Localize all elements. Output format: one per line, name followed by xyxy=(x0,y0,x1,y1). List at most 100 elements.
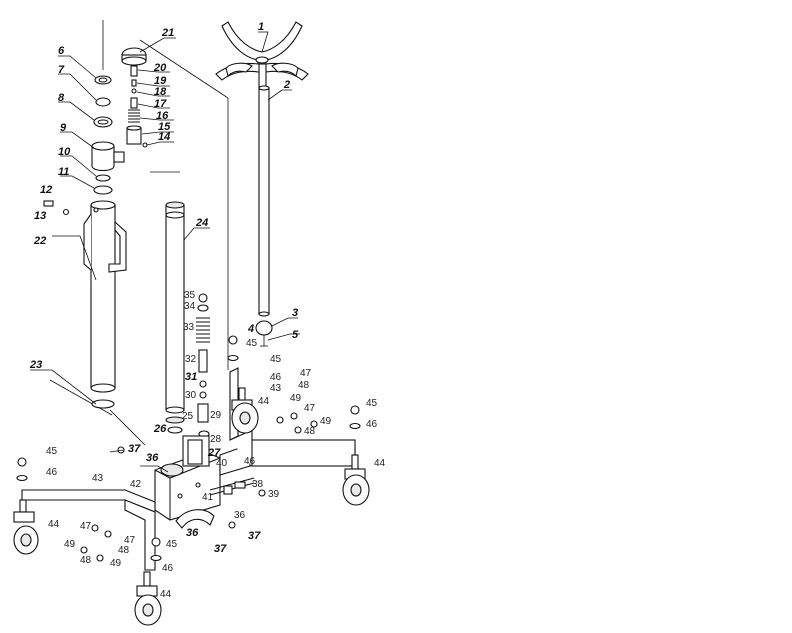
label-40: 40 xyxy=(216,458,228,469)
label-49-c: 49 xyxy=(320,416,332,427)
caster-right xyxy=(342,454,370,506)
piston-bottom xyxy=(165,406,185,414)
label-20: 20 xyxy=(153,62,167,74)
label-14: 14 xyxy=(158,131,170,143)
label-48-c: 48 xyxy=(304,426,316,437)
ring-10 xyxy=(95,174,111,182)
leg-right-front xyxy=(249,439,356,467)
label-46-e: 46 xyxy=(244,456,256,467)
alignment-line-c xyxy=(49,379,113,416)
caster-back-hub xyxy=(239,411,251,425)
pump-plunger-assembly xyxy=(121,47,148,148)
pin-20 xyxy=(130,65,138,77)
saddle-arm-left xyxy=(225,62,253,78)
label-44-c: 44 xyxy=(374,458,386,469)
label-17: 17 xyxy=(154,98,167,110)
label-24: 24 xyxy=(195,217,208,229)
leader-16 xyxy=(139,117,174,121)
label-1: 1 xyxy=(258,21,264,33)
label-45-e: 45 xyxy=(246,338,258,349)
label-19: 19 xyxy=(154,75,167,87)
caster-left-hub xyxy=(20,533,32,547)
label-12: 12 xyxy=(40,184,52,196)
label-44-d: 44 xyxy=(258,396,270,407)
bolt-48-left xyxy=(104,530,112,538)
valve-32 xyxy=(198,349,208,373)
bolt-49-right-b xyxy=(310,420,318,428)
label-47-d: 47 xyxy=(300,368,312,379)
seal-6-inner xyxy=(98,77,108,83)
leader-21 xyxy=(139,37,176,53)
fitting-13 xyxy=(62,208,70,216)
left-upper-stack xyxy=(91,75,125,195)
spring-16 xyxy=(128,109,140,123)
valve-body-29 xyxy=(197,403,209,423)
spring-17 xyxy=(130,97,138,109)
label-47-c: 47 xyxy=(304,403,316,414)
bolt-49-right xyxy=(294,426,302,434)
base-block xyxy=(154,435,221,529)
caster-front xyxy=(134,571,162,626)
label-45-d: 45 xyxy=(270,354,282,365)
label-21: 21 xyxy=(161,27,174,39)
ball-14 xyxy=(142,142,148,148)
bolt-group-left xyxy=(80,524,112,562)
ball-18 xyxy=(131,88,137,94)
leader-24 xyxy=(183,227,210,241)
upper-rod-bottom xyxy=(258,311,270,317)
pin-37-right xyxy=(228,521,236,529)
leader-11 xyxy=(60,175,95,189)
inner-piston-24 xyxy=(150,171,185,434)
label-36-a: 36 xyxy=(146,452,159,464)
saddle-arm-right xyxy=(271,62,299,78)
link-41 xyxy=(234,481,246,489)
seal-26 xyxy=(167,426,183,434)
base-hole-2 xyxy=(177,493,183,499)
bolt-47-right xyxy=(276,416,284,424)
piston-top xyxy=(165,201,185,209)
leader-37a xyxy=(109,449,125,453)
washer-46-right xyxy=(349,422,361,430)
piston-ring xyxy=(165,211,185,219)
label-36-c: 36 xyxy=(186,527,199,539)
label-48-d: 48 xyxy=(298,380,310,391)
saddle-assembly xyxy=(215,21,309,347)
base-bore xyxy=(160,463,184,477)
leader-18 xyxy=(136,91,170,97)
label-42: 42 xyxy=(130,479,142,490)
label-44-b: 44 xyxy=(160,589,172,600)
label-26: 26 xyxy=(153,423,167,435)
nut-45-left xyxy=(17,457,27,467)
leader-20 xyxy=(137,69,170,73)
cylinder-bottom xyxy=(90,383,116,393)
spring-33 xyxy=(196,317,210,343)
knob-21-base xyxy=(121,56,147,66)
label-18: 18 xyxy=(154,86,167,98)
caster-left xyxy=(13,499,39,555)
leader-lines xyxy=(30,31,300,473)
leader-15 xyxy=(141,131,174,135)
label-13: 13 xyxy=(34,210,46,222)
nut-45-back xyxy=(228,335,238,345)
leader-2 xyxy=(267,89,292,101)
piston-body xyxy=(165,204,185,411)
leader-1 xyxy=(258,31,269,53)
washer-34 xyxy=(197,304,209,312)
leader-36a xyxy=(140,465,169,473)
label-3: 3 xyxy=(292,307,298,319)
label-23: 23 xyxy=(29,359,42,371)
label-10: 10 xyxy=(58,146,71,158)
alignment-line-d xyxy=(109,409,146,446)
leader-14 xyxy=(146,141,174,146)
seal-8-inner xyxy=(97,119,109,125)
label-46-d: 46 xyxy=(270,372,282,383)
label-48-a: 48 xyxy=(80,555,92,566)
label-15: 15 xyxy=(158,121,171,133)
label-46-b: 46 xyxy=(162,563,174,574)
label-32: 32 xyxy=(185,354,197,365)
label-4: 4 xyxy=(247,323,254,335)
label-43-a: 43 xyxy=(92,473,104,484)
ball-31 xyxy=(199,380,207,388)
nut-39 xyxy=(258,489,266,497)
washer-46-left xyxy=(16,474,28,482)
